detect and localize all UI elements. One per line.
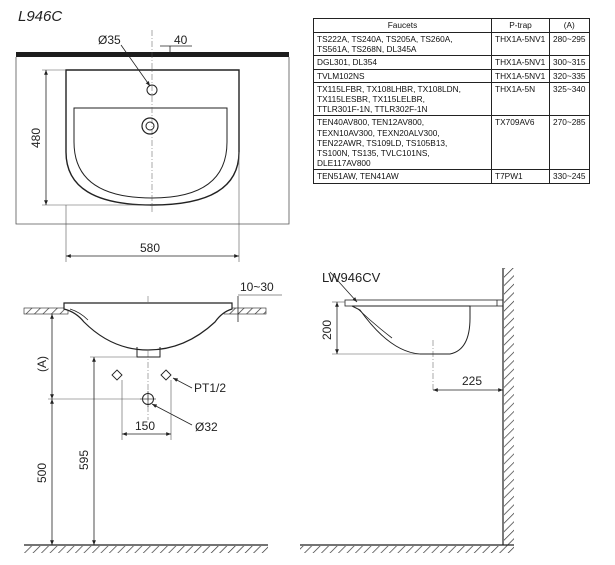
side-floor-hatch <box>300 546 514 553</box>
counter-range-label: 10~30 <box>240 280 274 294</box>
side-view: LW946CV 200 225 <box>300 268 514 553</box>
supply-left <box>111 369 123 381</box>
faucet-cell: DGL301, DL354 <box>313 55 492 70</box>
table-header-row: Faucets P-trap (A) <box>313 18 590 33</box>
counter-side <box>344 299 504 307</box>
faucet-hole <box>146 84 158 96</box>
drain-tail <box>136 347 161 358</box>
front-view: 10~30 PT1/2 Ø32 150 (A) 500 595 <box>23 280 282 553</box>
faucet-cell: TVLM102NS <box>313 68 492 83</box>
table-row: TEN51AW, TEN41AW T7PW1 330~245 <box>313 169 590 184</box>
ptrap-cell: THX1A-5NV1 <box>491 68 550 83</box>
floor-height-label: 500 <box>35 463 49 483</box>
hole-diameter-label: Ø35 <box>98 33 121 47</box>
ptrap-cell: T7PW1 <box>491 169 550 184</box>
drain-dia-label: Ø32 <box>195 420 218 434</box>
a-label: (A) <box>35 356 49 372</box>
basin-side <box>351 305 471 355</box>
bowl-outline-top <box>73 107 228 199</box>
ptrap-cell: THX1A-5NV1 <box>491 55 550 70</box>
header-ptrap: P-trap <box>491 18 550 33</box>
side-model-label: LW946CV <box>322 270 381 285</box>
counter-top-bar <box>16 52 289 57</box>
ptrap-cell: THX1A-5N <box>491 81 550 117</box>
header-a: (A) <box>549 18 590 33</box>
basin-outline-top <box>65 69 240 206</box>
a-cell: 325~340 <box>549 81 590 117</box>
pt-label: PT1/2 <box>194 381 226 395</box>
ptrap-cell: TX709AV6 <box>491 115 550 171</box>
a-cell: 270~285 <box>549 115 590 171</box>
a-cell: 330~245 <box>549 169 590 184</box>
basin-depth-label: 200 <box>320 320 334 340</box>
counter-side-left <box>15 57 290 225</box>
table-row: TVLM102NS THX1A-5NV1 320~335 <box>313 68 590 83</box>
drain-height-label: 595 <box>77 450 91 470</box>
width-label: 580 <box>140 241 160 255</box>
ptrap-cell: THX1A-5NV1 <box>491 31 550 57</box>
a-cell: 300~315 <box>549 55 590 70</box>
supply-right <box>160 369 172 381</box>
table-row: TX115LFBR, TX108LHBR, TX108LDN,TX115LESB… <box>313 81 590 117</box>
depth-label: 480 <box>29 128 43 148</box>
model-title: L946C <box>18 8 62 25</box>
overflow-hole <box>141 117 159 135</box>
a-cell: 320~335 <box>549 68 590 83</box>
wall-offset-label: 225 <box>462 374 482 388</box>
compatibility-table: Faucets P-trap (A) TS222A, TS240A, TS205… <box>313 18 590 184</box>
counter-left <box>23 307 69 315</box>
table-row: TEN40AV800, TEN12AV800,TEXN10AV300, TEXN… <box>313 115 590 171</box>
table-row: TS222A, TS240A, TS205A, TS260A,TS561A, T… <box>313 31 590 57</box>
faucet-cell: TX115LFBR, TX108LHBR, TX108LDN,TX115LESB… <box>313 81 492 117</box>
rim-offset-label: 40 <box>174 33 188 47</box>
spacing-label: 150 <box>135 419 155 433</box>
faucet-cell: TEN40AV800, TEN12AV800,TEXN10AV300, TEXN… <box>313 115 492 171</box>
faucet-cell: TS222A, TS240A, TS205A, TS260A,TS561A, T… <box>313 31 492 57</box>
top-view: Ø35 40 480 580 <box>15 30 290 262</box>
a-cell: 280~295 <box>549 31 590 57</box>
wall-hatch <box>504 268 514 546</box>
header-faucets: Faucets <box>313 18 492 33</box>
faucet-cell: TEN51AW, TEN41AW <box>313 169 492 184</box>
table-row: DGL301, DL354 THX1A-5NV1 300~315 <box>313 55 590 70</box>
basin-front <box>63 302 233 351</box>
floor-hatch <box>24 546 268 553</box>
